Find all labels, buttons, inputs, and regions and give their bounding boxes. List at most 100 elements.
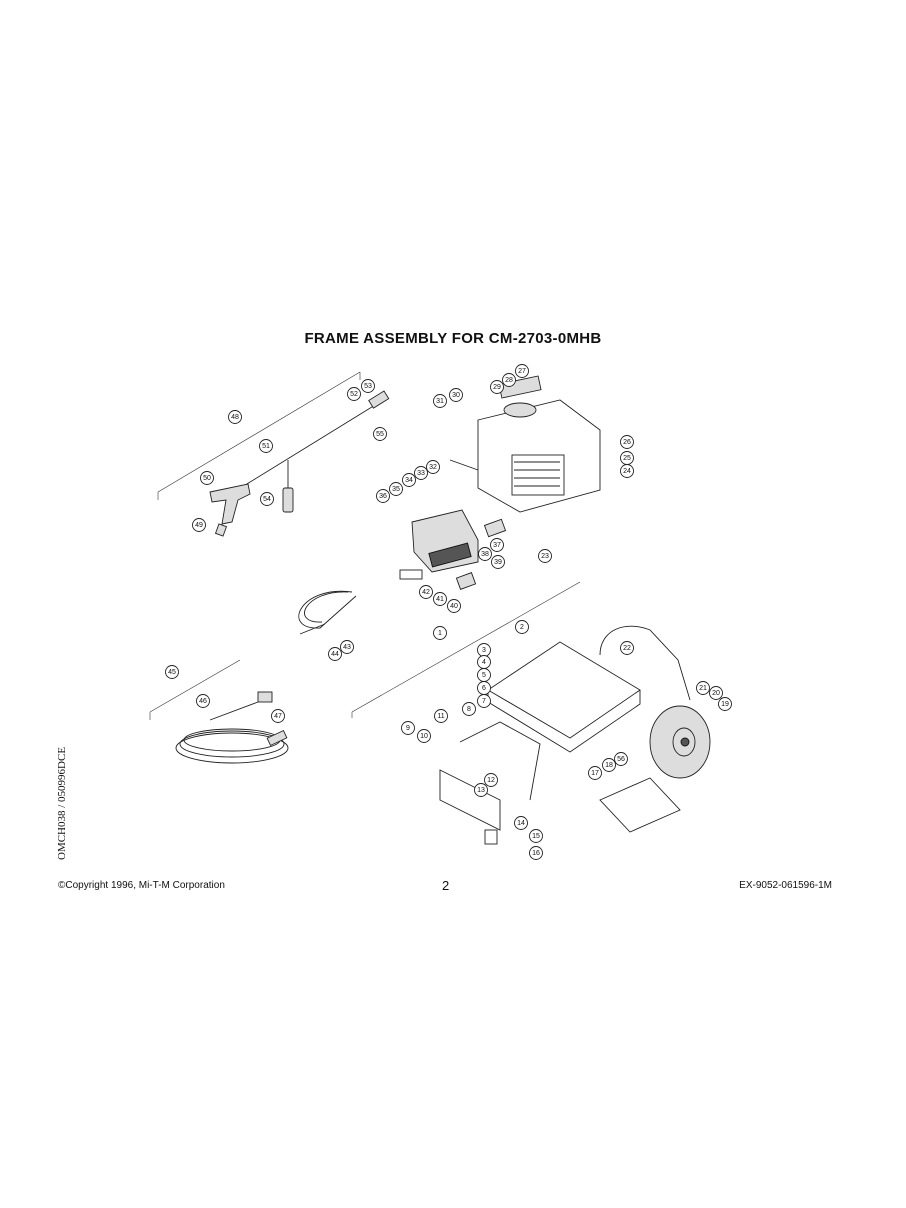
callout-label: 3 [482,647,486,654]
callout-38: 38 [478,547,492,561]
callout-45: 45 [165,665,179,679]
callout-15: 15 [529,829,543,843]
callout-label: 21 [699,685,707,692]
callout-35: 35 [389,482,403,496]
callout-label: 2 [520,624,524,631]
callout-53: 53 [361,379,375,393]
callout-32: 32 [426,460,440,474]
callout-label: 13 [477,787,485,794]
callout-36: 36 [376,489,390,503]
callout-label: 53 [364,383,372,390]
callout-44: 44 [328,647,342,661]
callout-16: 16 [529,846,543,860]
callout-label: 34 [405,477,413,484]
callout-25: 25 [620,451,634,465]
callout-label: 48 [231,414,239,421]
callout-label: 28 [505,377,513,384]
callout-label: 1 [438,630,442,637]
callout-label: 37 [493,542,501,549]
callout-2: 2 [515,620,529,634]
callout-label: 19 [721,701,729,708]
callout-label: 47 [274,713,282,720]
diagram-title: FRAME ASSEMBLY FOR CM-2703-0MHB [304,330,602,347]
callout-label: 14 [517,820,525,827]
callout-22: 22 [620,641,634,655]
callout-label: 4 [482,659,486,666]
callout-label: 26 [623,439,631,446]
callout-1: 1 [433,626,447,640]
callout-label: 15 [532,833,540,840]
callout-label: 49 [195,522,203,529]
hose-group-bracket [149,659,241,720]
callout-label: 6 [482,685,486,692]
callout-label: 46 [199,698,207,705]
callout-label: 42 [422,589,430,596]
callout-28: 28 [502,373,516,387]
callout-56: 56 [614,752,628,766]
callout-label: 25 [623,455,631,462]
copyright-text: ©Copyright 1996, Mi-T-M Corporation [58,880,225,891]
callout-label: 10 [420,733,428,740]
callout-label: 41 [436,596,444,603]
callout-label: 27 [518,368,526,375]
callout-51: 51 [259,439,273,453]
callout-label: 39 [494,559,502,566]
callout-label: 31 [436,398,444,405]
callout-24: 24 [620,464,634,478]
callout-label: 17 [591,770,599,777]
callout-label: 56 [617,756,625,763]
callout-4: 4 [477,655,491,669]
callout-13: 13 [474,783,488,797]
document-code: EX-9052-061596-1M [739,880,832,891]
callout-label: 35 [392,486,400,493]
callout-label: 32 [429,464,437,471]
small-hose [298,590,357,635]
callout-label: 9 [406,725,410,732]
callout-11: 11 [434,709,448,723]
callout-46: 46 [196,694,210,708]
callout-3: 3 [477,643,491,657]
callout-label: 45 [168,669,176,676]
callout-label: 40 [450,603,458,610]
callout-14: 14 [514,816,528,830]
callout-50: 50 [200,471,214,485]
wand-group-bracket [157,371,361,500]
pump [399,509,507,590]
callout-label: 51 [262,443,270,450]
callout-55: 55 [373,427,387,441]
callout-label: 16 [532,850,540,857]
callout-8: 8 [462,702,476,716]
callout-47: 47 [271,709,285,723]
page-number: 2 [442,878,450,893]
callout-label: 44 [331,651,339,658]
callout-41: 41 [433,592,447,606]
callout-54: 54 [260,492,274,506]
callout-26: 26 [620,435,634,449]
callout-27: 27 [515,364,529,378]
callout-29: 29 [490,380,504,394]
callout-7: 7 [477,694,491,708]
callout-19: 19 [718,697,732,711]
callout-39: 39 [491,555,505,569]
callout-label: 38 [481,551,489,558]
callout-label: 7 [482,698,486,705]
frame-group-bracket [351,581,581,718]
spray-wand [241,390,390,513]
callout-30: 30 [449,388,463,402]
callout-label: 18 [605,762,613,769]
callout-37: 37 [490,538,504,552]
callout-17: 17 [588,766,602,780]
callout-49: 49 [192,518,206,532]
engine [449,375,601,513]
callout-5: 5 [477,668,491,682]
callout-label: 23 [541,553,549,560]
callout-label: 12 [487,777,495,784]
callout-48: 48 [228,410,242,424]
callout-31: 31 [433,394,447,408]
callout-label: 22 [623,645,631,652]
callout-23: 23 [538,549,552,563]
callout-10: 10 [417,729,431,743]
callout-12: 12 [484,773,498,787]
callout-label: 43 [343,644,351,651]
